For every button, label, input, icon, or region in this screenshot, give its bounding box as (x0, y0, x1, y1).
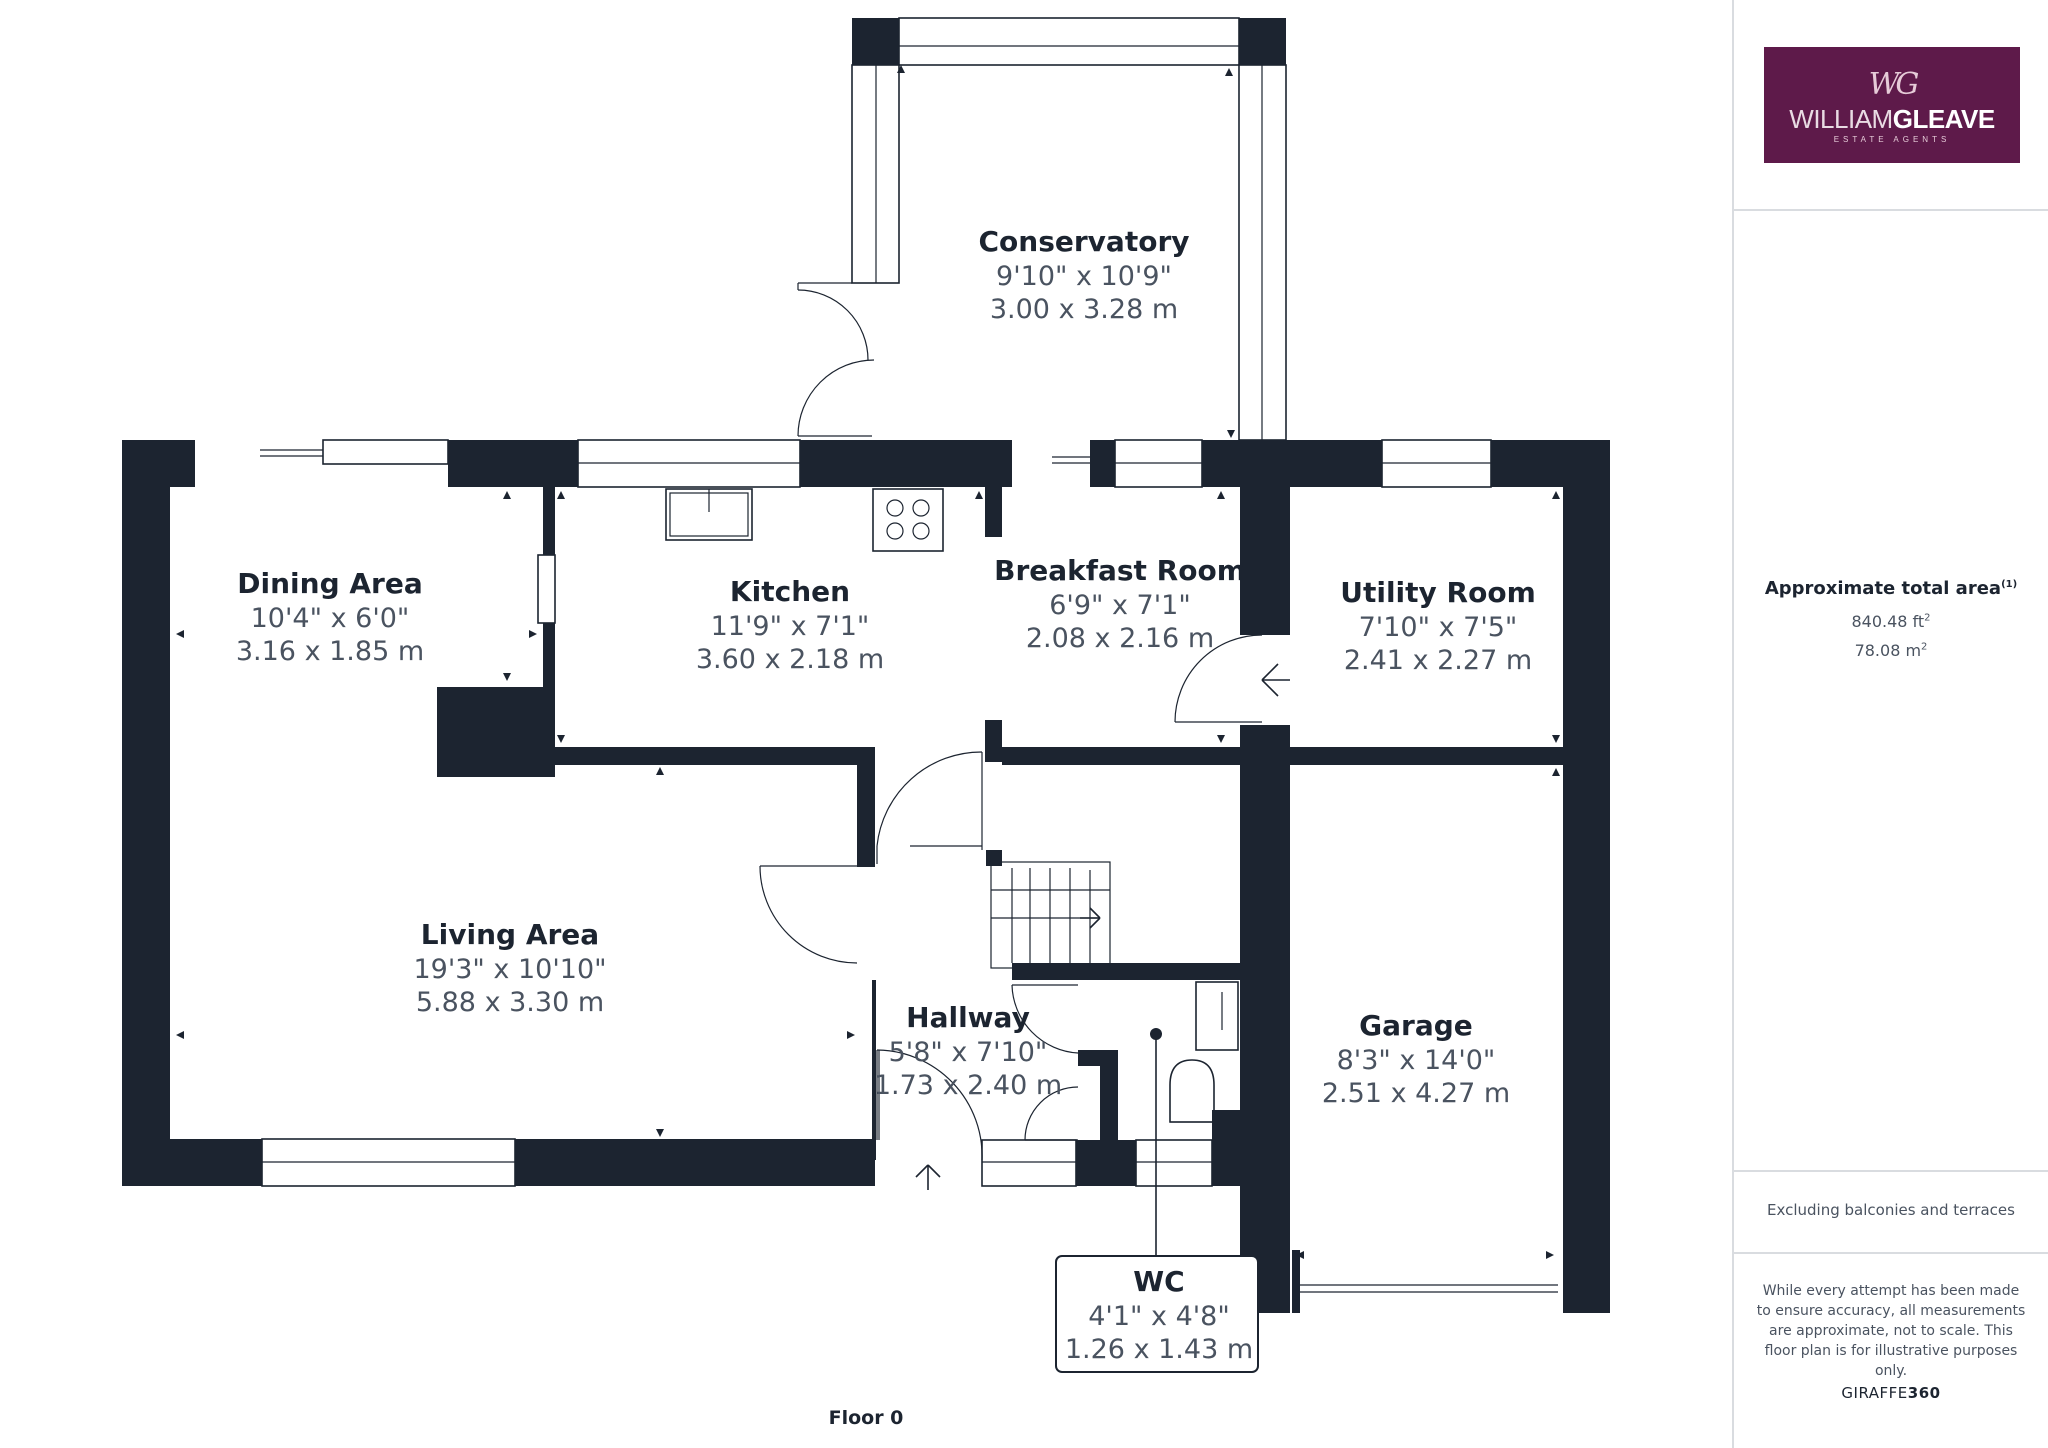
kitchen-fixtures (665, 488, 944, 552)
room-imperial: 4'1" x 4'8" (1088, 1301, 1230, 1332)
divider (1734, 1170, 2048, 1172)
floor-label: Floor 0 (828, 1407, 904, 1429)
room-metric: 2.41 x 2.27 m (1343, 645, 1533, 676)
room-kitchen: Kitchen 11'9" x 7'1" 3.60 x 2.18 m (696, 574, 884, 676)
room-wc: WC 4'1" x 4'8" 1.26 x 1.43 m (1065, 1264, 1253, 1366)
room-conservatory: Conservatory 9'10" x 10'9" 3.00 x 3.28 m (978, 224, 1189, 326)
brand-logo: WG WILLIAMGLEAVE ESTATE AGENTS (1764, 47, 2020, 163)
divider (1734, 1252, 2048, 1254)
area-m-sq: 2 (1921, 641, 1928, 653)
credit-right: 360 (1907, 1384, 1941, 1402)
logo-wordmark: WILLIAMGLEAVE (1764, 104, 2020, 135)
measure-ticks (176, 65, 1560, 1259)
room-living: Living Area 19'3" x 10'10" 5.88 x 3.30 m (413, 917, 606, 1019)
room-metric: 1.73 x 2.40 m (873, 1070, 1063, 1101)
room-imperial: 10'4" x 6'0" (250, 603, 410, 634)
room-metric: 2.51 x 4.27 m (1321, 1078, 1511, 1109)
main-walls (122, 440, 1610, 1313)
room-utility: Utility Room 7'10" x 7'5" 2.41 x 2.27 m (1340, 575, 1536, 677)
room-imperial: 8'3" x 14'0" (1336, 1045, 1496, 1076)
room-name: Garage (1359, 1009, 1473, 1042)
room-metric: 3.00 x 3.28 m (989, 294, 1179, 325)
room-name: Dining Area (237, 567, 423, 600)
room-imperial: 19'3" x 10'10" (413, 954, 607, 985)
conservatory-walls (851, 17, 1287, 441)
excluding-note: Excluding balconies and terraces (1767, 1201, 2015, 1219)
room-breakfast: Breakfast Room 6'9" x 7'1" 2.08 x 2.16 m (994, 553, 1246, 655)
area-m-text: 78.08 m (1854, 641, 1922, 660)
divider (1734, 209, 2048, 211)
room-imperial: 7'10" x 7'5" (1358, 612, 1518, 643)
room-metric: 1.26 x 1.43 m (1064, 1334, 1254, 1365)
logo-word-left: WILLIAM (1789, 104, 1893, 134)
room-name: Kitchen (729, 575, 851, 608)
room-name: Hallway (906, 1001, 1030, 1034)
room-name: Utility Room (1340, 576, 1536, 609)
windows (260, 439, 1492, 1187)
area-m: 78.08 m2 (1734, 641, 2048, 660)
room-dining: Dining Area 10'4" x 6'0" 3.16 x 1.85 m (236, 566, 424, 668)
giraffe360-credit: GIRAFFE360 (1734, 1384, 2048, 1402)
disclaimer: While every attempt has been made to ens… (1756, 1283, 2026, 1379)
room-metric: 3.60 x 2.18 m (695, 644, 885, 675)
room-garage: Garage 8'3" x 14'0" 2.51 x 4.27 m (1322, 1008, 1510, 1110)
conservatory-doors (797, 282, 875, 437)
wc-fixtures (1150, 981, 1239, 1255)
stairs (990, 861, 1111, 969)
credit-left: GIRAFFE (1841, 1384, 1908, 1402)
area-footnote-mark: (1) (2001, 579, 2018, 590)
area-ft-sq: 2 (1924, 612, 1931, 624)
room-name: WC (1133, 1265, 1185, 1298)
room-name: Breakfast Room (994, 554, 1246, 587)
area-title: Approximate total area(1) (1734, 578, 2048, 599)
room-metric: 2.08 x 2.16 m (1025, 623, 1215, 654)
room-imperial: 9'10" x 10'9" (996, 261, 1172, 292)
room-metric: 3.16 x 1.85 m (235, 636, 425, 667)
logo-subtitle: ESTATE AGENTS (1833, 135, 1951, 144)
area-ft-text: 840.48 ft (1851, 612, 1925, 631)
wc-label-box: WC 4'1" x 4'8" 1.26 x 1.43 m (1055, 1255, 1259, 1373)
room-imperial: 5'8" x 7'10" (888, 1037, 1048, 1068)
floor-plan (122, 17, 1610, 1313)
room-imperial: 11'9" x 7'1" (710, 611, 870, 642)
room-name: Conservatory (978, 225, 1190, 258)
logo-monogram: WG (1868, 67, 1920, 102)
area-title-text: Approximate total area (1764, 578, 2002, 599)
area-ft: 840.48 ft2 (1734, 612, 2048, 631)
room-metric: 5.88 x 3.30 m (415, 987, 605, 1018)
room-hallway: Hallway 5'8" x 7'10" 1.73 x 2.40 m (874, 1000, 1062, 1102)
logo-word-right: GLEAVE (1892, 104, 1995, 134)
doors (759, 634, 1558, 1293)
room-imperial: 6'9" x 7'1" (1049, 590, 1191, 621)
room-name: Living Area (420, 918, 600, 951)
info-panel: WG WILLIAMGLEAVE ESTATE AGENTS Approxima… (1732, 0, 2048, 1448)
